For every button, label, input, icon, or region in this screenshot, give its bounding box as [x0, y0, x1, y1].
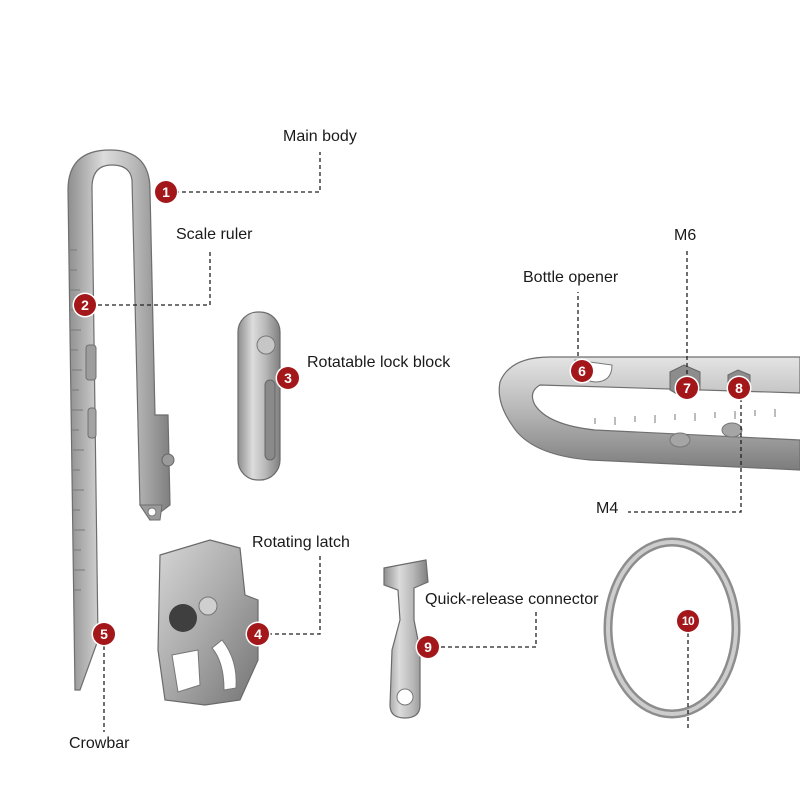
lock-block-shape [237, 311, 281, 481]
callout-badge-5: 5 [93, 623, 115, 645]
label-rotating-latch: Rotating latch [252, 534, 350, 551]
label-scale-ruler: Scale ruler [176, 226, 253, 243]
leader-line-1 [175, 152, 321, 193]
key-ring-shape [603, 537, 741, 719]
callout-badge-7: 7 [676, 377, 698, 399]
leader-line-9 [441, 612, 537, 648]
bottle-opener-shape [498, 356, 800, 471]
main-body-shape [67, 149, 175, 691]
callout-badge-4: 4 [247, 623, 269, 645]
label-m6: M6 [674, 227, 697, 244]
leader-line-4 [268, 555, 321, 635]
callout-badge-6: 6 [571, 360, 593, 382]
leader-line-8 [628, 398, 742, 513]
label-crowbar: Crowbar [69, 735, 130, 752]
connector-shape [383, 559, 429, 719]
label-rotatable-lock-block: Rotatable lock block [307, 354, 451, 371]
leader-line-2 [98, 252, 211, 306]
callout-badge-3: 3 [277, 367, 299, 389]
label-m4: M4 [596, 500, 619, 517]
label-main-body: Main body [283, 128, 357, 145]
callout-badge-8: 8 [728, 377, 750, 399]
callout-badge-2: 2 [74, 294, 96, 316]
label-quick-release-connector: Quick-release connector [425, 591, 599, 608]
callout-badge-1: 1 [155, 181, 177, 203]
leader-lines [98, 152, 742, 732]
callout-badge-10: 10 [677, 610, 699, 632]
rotating-latch-shape [157, 539, 259, 706]
label-bottle-opener: Bottle opener [523, 269, 619, 286]
callout-badge-9: 9 [417, 636, 439, 658]
